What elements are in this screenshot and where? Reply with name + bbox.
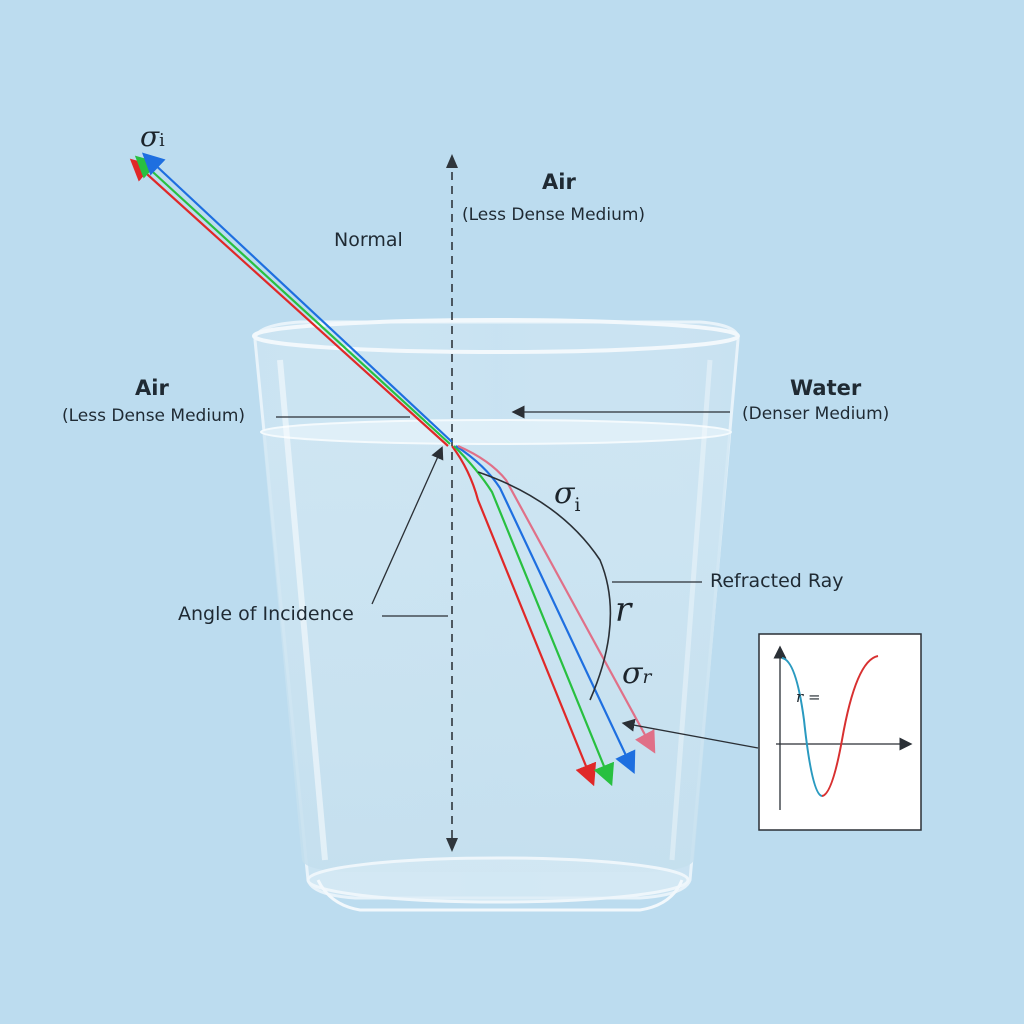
glass-bottom-edge (316, 879, 684, 912)
inset-curve-teal (781, 657, 823, 797)
refracted-ray-blue (455, 445, 636, 774)
air-left-subtitle: (Less Dense Medium) (62, 406, 246, 426)
incident-ray-blue (141, 152, 453, 443)
refracted-ray-green (453, 445, 615, 787)
leader-inset (621, 718, 759, 749)
normal-label: Normal (334, 229, 403, 251)
theta-i-incident-symbol: σ (140, 120, 160, 153)
water-subtitle: (Denser Medium) (742, 404, 890, 424)
theta-i-incident-subscript: i (159, 131, 165, 151)
incident-ray-red (129, 158, 449, 447)
inset-equation-label: r = (796, 688, 821, 706)
leader-angle-incidence-arrow (371, 446, 444, 605)
glass-highlight-right (669, 359, 713, 861)
glass-base (306, 856, 690, 904)
theta-i-incident-label: σi (140, 120, 165, 153)
theta-r-subscript: r (642, 667, 652, 688)
refracted-ray-label: Refracted Ray (710, 570, 844, 592)
inset-graph (758, 633, 922, 831)
refraction-angle-arc (477, 471, 612, 701)
refracted-ray-red (451, 445, 597, 787)
normal-arrow-bottom (446, 838, 458, 852)
theta-i-water-symbol: σ (554, 476, 575, 511)
inset-curve-red (821, 655, 879, 797)
water-title: Water (790, 376, 862, 400)
theta-i-water-label: σi (554, 476, 580, 516)
water-surface (260, 419, 732, 445)
glass-rim (252, 318, 740, 354)
incident-ray-green (134, 155, 451, 445)
angle-of-incidence-label: Angle of Incidence (178, 603, 354, 625)
air-top-title: Air (542, 170, 576, 194)
theta-r-label: σr (622, 656, 651, 691)
water-volume (262, 430, 731, 872)
glass-highlight (277, 359, 328, 861)
theta-i-water-subscript: i (574, 495, 581, 516)
theta-r-symbol: σ (622, 656, 643, 691)
air-top-subtitle: (Less Dense Medium) (462, 205, 646, 225)
inset-frame (758, 633, 922, 831)
normal-arrow-top (446, 154, 458, 168)
r-angle-label: r (615, 590, 632, 630)
air-left-title: Air (135, 376, 169, 400)
refracted-ray-pink (457, 444, 656, 754)
